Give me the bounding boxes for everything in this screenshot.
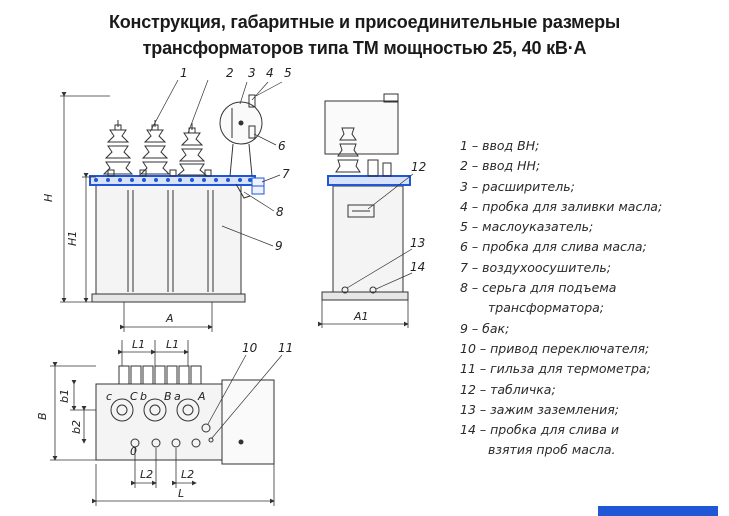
mark-A: A: [197, 390, 206, 403]
callout-7: 7: [282, 167, 290, 181]
side-base: [321, 291, 409, 301]
side-dimensions: [318, 300, 409, 328]
legend-item: трансформатора;: [488, 300, 605, 316]
dim-b2: b2: [70, 420, 83, 434]
callout-5: 5: [284, 66, 292, 80]
dim-b1: b1: [58, 389, 71, 403]
callout-2: 2: [226, 66, 234, 80]
callout-14: 14: [410, 260, 425, 274]
callout-11: 11: [278, 341, 293, 355]
mark-C: C: [130, 390, 138, 403]
callout-3: 3: [248, 66, 256, 80]
hv-bushing-1: [102, 120, 134, 175]
mark-c: c: [106, 390, 112, 403]
top-view: [95, 365, 275, 465]
legend-item: 7 – воздухоосушитель;: [460, 259, 611, 275]
callout-8: 8: [276, 205, 284, 219]
front-dimensions: [60, 92, 213, 332]
dim-H1: H1: [66, 231, 79, 246]
legend-item: 9 – бак;: [460, 320, 510, 336]
hv-bushing-2: [139, 120, 171, 175]
legend: 1 – ввод ВН; 2 – ввод НН; 3 – расширител…: [460, 136, 725, 461]
legend-item: 12 – табличка;: [460, 381, 556, 397]
dim-A: A: [165, 312, 174, 325]
mark-a: a: [174, 390, 181, 403]
conservator: [219, 101, 263, 177]
dim-B: B: [36, 412, 49, 420]
callout-9: 9: [275, 239, 283, 253]
nameplate: [347, 204, 375, 218]
legend-item: 6 – пробка для слива масла;: [460, 239, 647, 255]
hv-bushing-3: [176, 123, 208, 176]
dim-L2-b: L2: [181, 468, 194, 481]
legend-item: 8 – серьга для подъема: [460, 280, 617, 296]
side-conservator: [324, 100, 399, 155]
tank-base: [91, 293, 246, 303]
lifting-lug: [235, 183, 251, 199]
top-leaders: [207, 354, 283, 439]
title-line-2: трансформаторов типа ТМ мощностью 25, 40…: [142, 38, 587, 58]
thermometer-sleeve: [208, 437, 214, 443]
dim-L1-a: L1: [132, 338, 145, 351]
callout-1: 1: [180, 66, 188, 80]
legend-item: 13 – зажим заземления;: [460, 401, 619, 417]
drain-plug: [369, 286, 377, 294]
callout-10: 10: [242, 341, 258, 355]
front-view: [89, 94, 265, 303]
legend-item: взятия проб масла.: [488, 442, 616, 458]
title-line-1: Конструкция, габаритные и присоединитель…: [108, 12, 621, 32]
legend-item: 14 – пробка для слива и: [460, 422, 619, 438]
mark-zero: 0: [130, 445, 137, 458]
callout-12: 12: [411, 160, 426, 174]
legend-item: 3 – расширитель;: [460, 178, 575, 194]
side-tank: [332, 185, 404, 293]
legend-item: 1 – ввод ВН;: [460, 138, 540, 153]
dim-H: H: [42, 194, 55, 202]
side-view: [321, 93, 411, 301]
legend-item: 11 – гильза для термометра;: [460, 361, 651, 377]
side-leaders: [346, 173, 414, 290]
legend-item: 10 – привод переключателя;: [460, 340, 650, 356]
corner-accent-bar: [598, 506, 718, 516]
legend-item: 4 – пробка для заливки масла;: [460, 198, 663, 214]
top-dimensions: [50, 340, 275, 506]
callout-13: 13: [410, 236, 425, 250]
top-radiator: [118, 365, 202, 385]
dim-L1-b: L1: [166, 338, 179, 351]
legend-item: 2 – ввод НН;: [460, 158, 541, 174]
dim-L2-a: L2: [140, 468, 153, 481]
legend-item: 5 – маслоуказатель;: [460, 219, 594, 235]
cover-flange: [89, 175, 256, 186]
front-leaders: [149, 79, 283, 247]
dim-A1: A1: [353, 310, 369, 323]
oil-level-indicator: [248, 94, 256, 108]
ground-clamp: [341, 286, 349, 294]
mark-b: b: [140, 390, 147, 403]
callout-6: 6: [278, 139, 286, 153]
switch-drive: [201, 423, 211, 433]
callout-4: 4: [266, 66, 274, 80]
dim-L: L: [178, 487, 184, 500]
mark-B: B: [164, 390, 172, 403]
